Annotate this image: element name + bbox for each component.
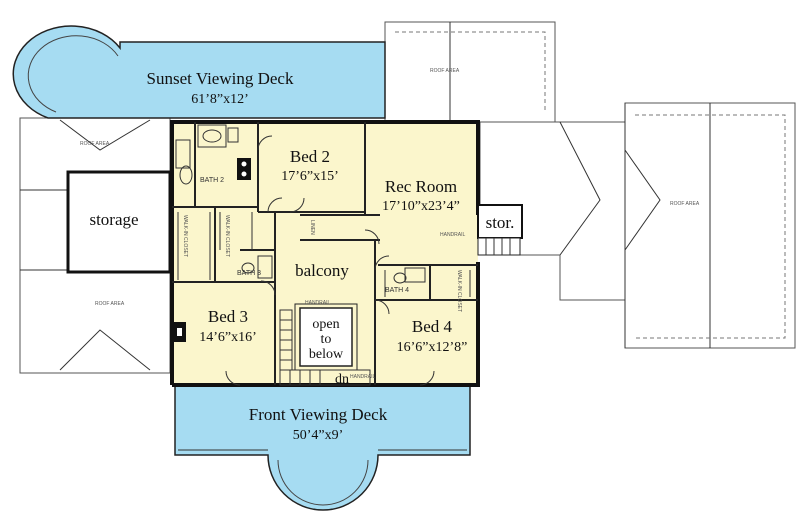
linen-label: LINEN: [309, 220, 315, 235]
bed4-name: Bed 4: [412, 317, 453, 336]
roof-area-label-left-top: ROOF AREA: [80, 141, 110, 147]
roof-area-label-top: ROOF AREA: [430, 68, 460, 74]
sunset-deck-size: 61’8”x12’: [191, 92, 249, 107]
room-labels: Bed 2 17’6”x15’ Rec Room 17’10”x23’4” ba…: [182, 147, 467, 387]
roof-area-label-right: ROOF AREA: [670, 201, 700, 207]
open-to-below-line3: below: [309, 347, 344, 362]
rec-room-name: Rec Room: [385, 177, 457, 196]
roof-area-top-right: [384, 21, 556, 123]
bed4-size: 16’6”x12’8”: [397, 340, 468, 355]
bath2-tub: [197, 124, 227, 148]
bath3-label: BATH 3: [237, 270, 261, 277]
front-viewing-deck: Front Viewing Deck 50’4”x9’: [174, 384, 471, 511]
bath4-label: BATH 4: [385, 287, 409, 294]
storage-label: storage: [89, 210, 138, 229]
walk-in-closet-label-1: WALK-IN CLOSET: [182, 215, 188, 257]
fireplace-block: [237, 158, 251, 180]
stair-down: [279, 369, 371, 386]
bed2-size: 17’6”x15’: [281, 169, 339, 184]
balcony-label: balcony: [295, 261, 349, 280]
interior: stor.: [170, 120, 523, 387]
walk-in-closet-label-2: WALK-IN CLOSET: [224, 215, 230, 257]
open-to-below-line1: open: [312, 317, 339, 332]
roof-area-label-left-bottom: ROOF AREA: [95, 301, 125, 307]
bed2-name: Bed 2: [290, 147, 330, 166]
storage-area: storage: [66, 170, 172, 274]
front-deck-name: Front Viewing Deck: [249, 405, 388, 424]
rec-room-size: 17’10”x23’4”: [382, 199, 460, 214]
front-deck-shape: [174, 384, 471, 511]
stor-label: stor.: [486, 213, 515, 232]
open-to-below-line2: to: [321, 332, 332, 347]
sunset-deck-name: Sunset Viewing Deck: [147, 69, 294, 88]
bath2-label: BATH 2: [200, 177, 224, 184]
stor-closet: [477, 204, 523, 239]
open-to-below: [299, 307, 353, 367]
handrail-label-2: HANDRAIL: [440, 232, 466, 238]
bed3-size: 14’6”x16’: [199, 330, 257, 345]
roof-area-right: [479, 102, 796, 349]
walk-in-closet-label-3: WALK-IN CLOSET: [456, 270, 462, 312]
handrail-label-3: HANDRAIL: [350, 374, 376, 380]
stair-dn-label: dn: [335, 372, 349, 387]
sunset-deck-shape: [12, 25, 386, 119]
bed3-name: Bed 3: [208, 307, 248, 326]
front-deck-size: 50’4”x9’: [293, 428, 344, 443]
sunset-viewing-deck: Sunset Viewing Deck 61’8”x12’: [12, 25, 386, 119]
handrail-label-1: HANDRAIL: [305, 300, 331, 306]
